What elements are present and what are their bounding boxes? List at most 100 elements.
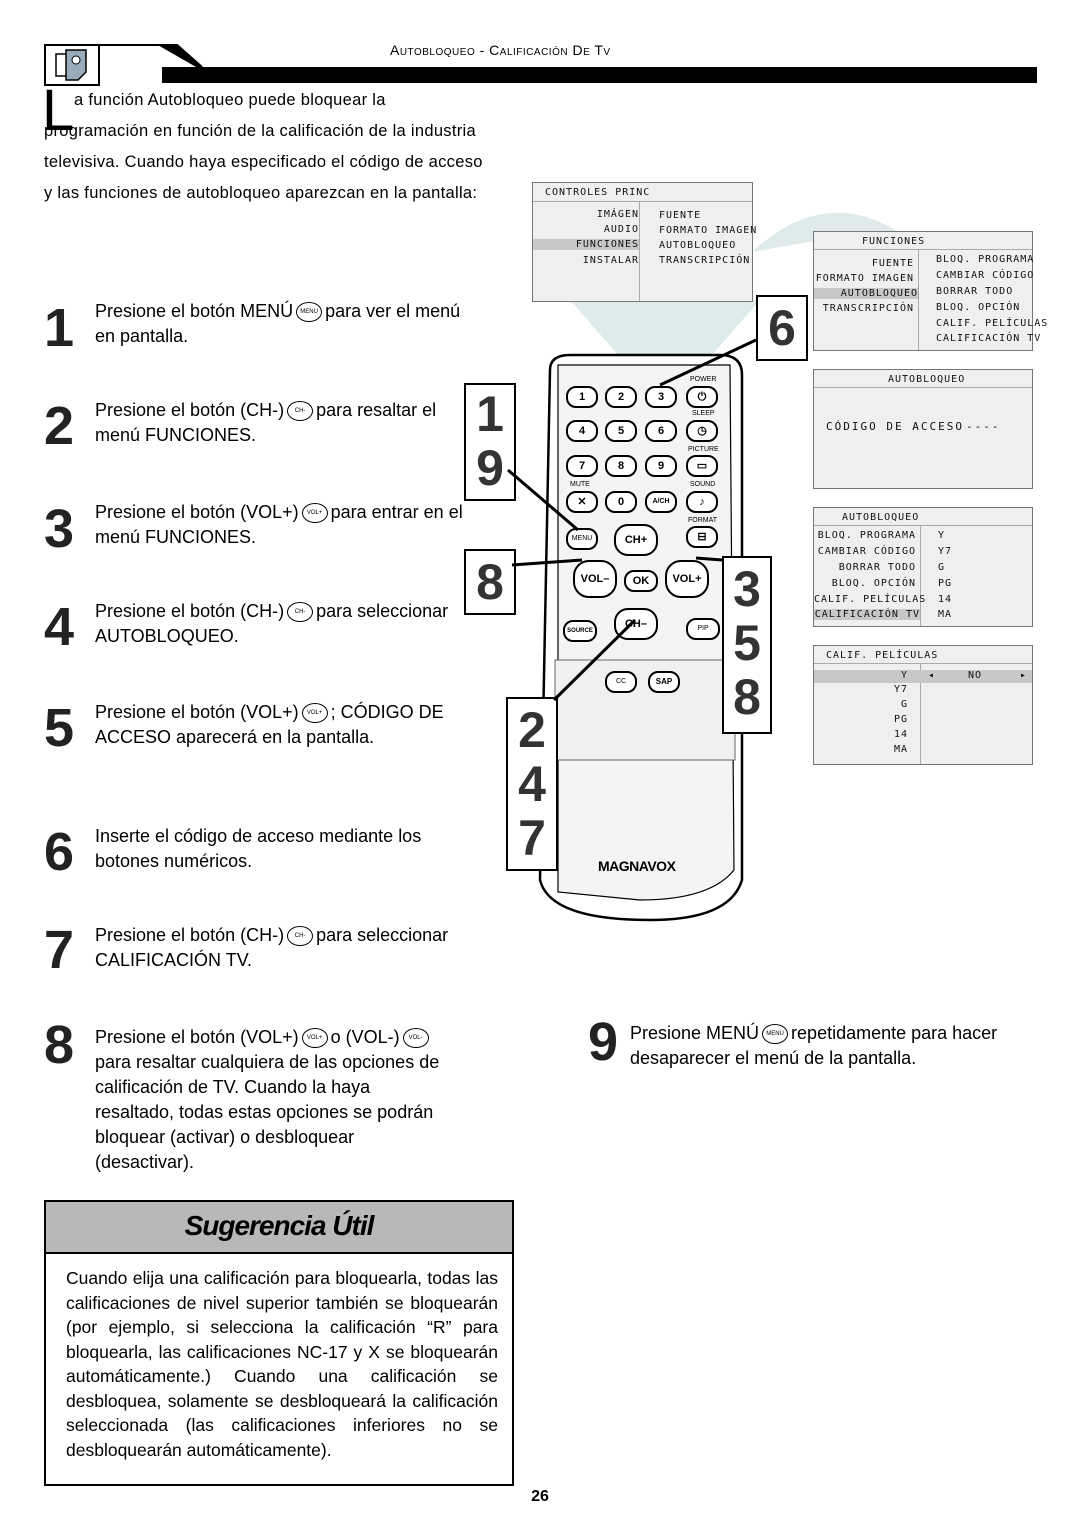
- step-7-text: Presione el botón (CH-)CH-para seleccion…: [95, 925, 449, 970]
- menu-item[interactable]: AUDIO: [603, 224, 639, 235]
- submenu-item: Y7: [938, 546, 953, 557]
- step-number: 5: [44, 698, 75, 758]
- vol-down-key[interactable]: VOL–: [573, 560, 617, 598]
- brand-logo: MAGNAVOX: [598, 858, 676, 874]
- rating-menu-screen: CALIF. PELÍCULAS Y Y7 G PG 14 MA ◂ NO ▸: [813, 645, 1033, 765]
- callout-box-2-4-7: 2 4 7: [506, 697, 558, 871]
- vol-up-button-icon: VOL+: [301, 1028, 328, 1049]
- menu-item[interactable]: TRANSCRIPCIÓN: [822, 303, 914, 314]
- menu-item[interactable]: FUENTE: [871, 258, 914, 269]
- menu-item[interactable]: IMÁGEN: [596, 209, 639, 220]
- step-number: 3: [44, 499, 75, 559]
- vol-up-button-icon: VOL+: [301, 703, 328, 724]
- digit-4-key[interactable]: 4: [566, 420, 598, 442]
- digit-5-key[interactable]: 5: [605, 420, 637, 442]
- menu-item[interactable]: CALIF. PELÍCULAS: [814, 594, 927, 605]
- tip-title: Sugerencia Útil: [184, 1210, 375, 1241]
- mute-key[interactable]: ✕: [566, 491, 598, 513]
- menu-key[interactable]: MENU: [566, 528, 598, 550]
- header-band: [96, 44, 1037, 83]
- right-arrow-icon[interactable]: ▸: [1020, 670, 1028, 681]
- menu-item-selected[interactable]: CALIFICACIÓN TV: [814, 609, 920, 620]
- menu-item[interactable]: INSTALAR: [582, 255, 639, 266]
- sound-key[interactable]: ♪: [686, 491, 718, 513]
- picture-key[interactable]: ▭: [686, 455, 718, 477]
- callout-number: 8: [476, 554, 504, 610]
- submenu-item: MA: [938, 609, 953, 620]
- menu-item-selected[interactable]: AUTOBLOQUEO: [814, 288, 918, 299]
- access-code-input[interactable]: ----: [966, 420, 1001, 433]
- callout-box-3-5-8: 3 5 8: [722, 556, 772, 734]
- step-number: 8: [44, 1015, 75, 1075]
- menu-item[interactable]: BORRAR TODO: [838, 562, 916, 573]
- rating-item-selected[interactable]: Y: [900, 670, 908, 681]
- digit-8-key[interactable]: 8: [605, 455, 637, 477]
- callout-number: 9: [476, 440, 504, 496]
- step-5-text: Presione el botón (VOL+)VOL+; CÓDIGO DE …: [95, 702, 444, 747]
- digit-6-key[interactable]: 6: [645, 420, 677, 442]
- picture-label: PICTURE: [688, 446, 719, 453]
- digit-1-key[interactable]: 1: [566, 386, 598, 408]
- ach-key[interactable]: A/CH: [645, 491, 677, 513]
- digit-7-key[interactable]: 7: [566, 455, 598, 477]
- digit-9-key[interactable]: 9: [645, 455, 677, 477]
- power-key[interactable]: ⏻: [686, 386, 718, 408]
- step-8-text: Presione el botón (VOL+)VOL+o (VOL-)VOL-…: [95, 1027, 440, 1172]
- ok-key[interactable]: OK: [624, 570, 658, 592]
- source-key[interactable]: SOURCE: [563, 620, 597, 642]
- menu-item[interactable]: BLOQ. PROGRAMA: [817, 530, 916, 541]
- submenu-item: CAMBIAR CÓDIGO: [936, 270, 1035, 281]
- rating-item[interactable]: PG: [893, 714, 908, 725]
- callout-number: 7: [518, 810, 546, 866]
- menu-item[interactable]: FORMATO IMAGEN: [815, 273, 914, 284]
- rating-lock-value[interactable]: NO: [968, 670, 983, 681]
- submenu-item: FORMATO IMAGEN: [659, 225, 758, 236]
- access-code-label: CÓDIGO DE ACCESO: [826, 420, 964, 433]
- step-number: 6: [44, 822, 75, 882]
- callout-number: 3: [733, 561, 761, 617]
- rating-item[interactable]: MA: [893, 744, 908, 755]
- submenu-item: G: [938, 562, 946, 573]
- ch-up-key[interactable]: CH+: [614, 524, 658, 556]
- rating-item[interactable]: G: [900, 699, 908, 710]
- digit-0-key[interactable]: 0: [605, 491, 637, 513]
- funciones-menu-screen: FUNCIONES FUENTE FORMATO IMAGEN AUTOBLOQ…: [813, 231, 1047, 351]
- drop-cap: L: [42, 78, 75, 143]
- menu-item[interactable]: CAMBIAR CÓDIGO: [817, 546, 916, 557]
- step-number: 4: [44, 597, 75, 657]
- tip-body: Cuando elija una calificación para bloqu…: [66, 1268, 498, 1460]
- menu-title: CONTROLES PRINC: [545, 187, 651, 198]
- digit-3-key[interactable]: 3: [645, 386, 677, 408]
- step-6-text: Inserte el código de acceso mediante los…: [95, 826, 422, 871]
- menu-title: AUTOBLOQUEO: [888, 374, 966, 385]
- left-arrow-icon[interactable]: ◂: [928, 670, 936, 681]
- submenu-item: BORRAR TODO: [936, 286, 1014, 297]
- vol-up-key[interactable]: VOL+: [665, 560, 709, 598]
- menu-item-selected[interactable]: FUNCIONES: [533, 239, 639, 250]
- rating-item[interactable]: 14: [893, 729, 908, 740]
- sleep-key[interactable]: ◷: [686, 420, 718, 442]
- sound-label: SOUND: [690, 481, 716, 488]
- callout-number: 2: [518, 702, 546, 758]
- submenu-item: Y: [938, 530, 946, 541]
- sap-key[interactable]: SAP: [648, 671, 680, 693]
- menu-title: FUNCIONES: [862, 236, 926, 247]
- pip-key[interactable]: PIP: [686, 618, 720, 640]
- digit-2-key[interactable]: 2: [605, 386, 637, 408]
- selected-row-highlight: [814, 670, 1032, 683]
- cc-key[interactable]: CC: [605, 671, 637, 693]
- vol-down-button-icon: VOL-: [402, 1028, 429, 1049]
- menu-item[interactable]: BLOQ. OPCIÓN: [831, 578, 916, 589]
- submenu-item: BLOQ. PROGRAMA: [936, 254, 1035, 265]
- rating-item[interactable]: Y7: [893, 684, 908, 695]
- format-key[interactable]: ⊟: [686, 526, 718, 548]
- callout-number: 4: [518, 756, 546, 812]
- step-3-text: Presione el botón (VOL+)VOL+para entrar …: [95, 502, 463, 547]
- ch-down-button-icon: CH-: [287, 926, 314, 947]
- format-label: FORMAT: [688, 517, 718, 524]
- menu-button-icon: MENU: [296, 302, 323, 323]
- step-number: 2: [44, 396, 75, 456]
- callout-box-6: 6: [756, 295, 808, 361]
- page-number: 26: [531, 1488, 549, 1505]
